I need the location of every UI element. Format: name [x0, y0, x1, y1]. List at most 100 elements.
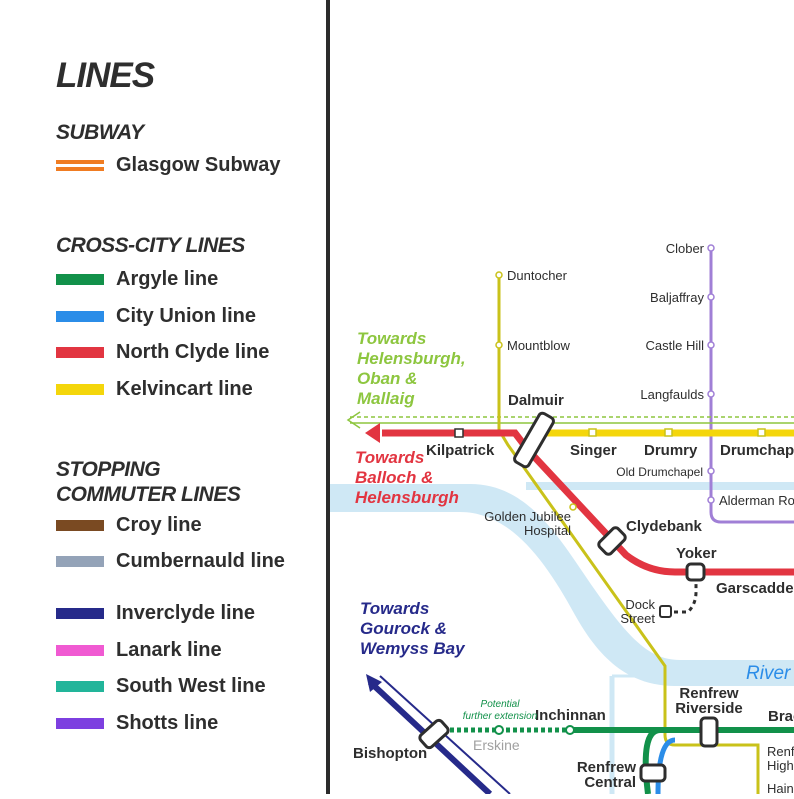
legend-item-label: North Clyde line	[116, 341, 270, 363]
legend-item-label: City Union line	[116, 305, 256, 327]
legend-item-label: Shotts line	[116, 712, 219, 734]
station-label: Braehead	[768, 708, 794, 725]
legend-swatch	[56, 718, 104, 729]
station-label: Castle Hill	[645, 338, 704, 353]
station-label: Clober	[666, 241, 705, 256]
legend-item-label: Croy line	[116, 514, 202, 536]
legend-swatch	[56, 384, 104, 395]
golden-jubilee-dot[interactable]	[569, 503, 577, 511]
inchinnan-dot[interactable]	[565, 725, 575, 735]
yoker-interchange[interactable]	[685, 562, 706, 582]
langfaulds-dot[interactable]	[707, 390, 715, 398]
bishopton-interchange[interactable]	[418, 718, 450, 750]
station-label: Old Drumchapel	[616, 465, 703, 479]
legend-item-label: South West line	[116, 675, 266, 697]
station-label: Renfrew	[577, 759, 637, 776]
alderman-road-dot[interactable]	[707, 496, 715, 504]
city-union-line	[655, 737, 676, 795]
legend-swatch	[56, 556, 104, 567]
legend-swatch	[56, 681, 104, 692]
station-label: Erskine	[473, 737, 520, 753]
legend-swatch	[56, 274, 104, 285]
station-label: Riverside	[675, 700, 743, 717]
station-label: Drumchapel	[720, 442, 794, 459]
annotation-line: Mallaig	[357, 389, 415, 408]
station-label: Duntocher	[507, 268, 568, 283]
station-label: Kilpatrick	[426, 442, 495, 459]
legend-item-shotts-line: Shotts line	[56, 712, 296, 734]
legend-swatch	[56, 608, 104, 619]
station-label: High	[767, 758, 794, 773]
legend-item-kelvincart-line: Kelvincart line	[56, 378, 296, 400]
station-label: Central	[584, 774, 636, 791]
station-label: Hospital	[524, 523, 571, 538]
station-label: Renfrew	[679, 685, 739, 702]
legend-swatch	[56, 520, 104, 531]
dock-street-dot[interactable]	[659, 605, 672, 618]
erskine-dot[interactable]	[494, 725, 504, 735]
subway-heading: SUBWAY	[56, 121, 144, 144]
legend-swatch	[56, 311, 104, 322]
renfrew-central-interchange[interactable]	[639, 763, 667, 783]
annotation-line: Wemyss Bay	[360, 639, 466, 658]
baljaffray-dot[interactable]	[707, 293, 715, 301]
legend-item-inverclyde-line: Inverclyde line	[56, 602, 296, 624]
old-drumchapel-dot[interactable]	[707, 467, 715, 475]
legend-panel: LINES SUBWAY Glasgow Subway CROSS-CITY L…	[0, 0, 326, 794]
renfrew-riverside-interchange[interactable]	[699, 716, 719, 748]
legend-item-south-west-line: South West line	[56, 675, 296, 697]
station-label: Langfaulds	[640, 387, 704, 402]
crosscity-heading: CROSS-CITY LINES	[56, 234, 245, 257]
river-clyde	[330, 484, 794, 686]
kilpatrick-dot[interactable]	[454, 428, 464, 438]
clober-dot[interactable]	[707, 244, 715, 252]
station-label: Singer	[570, 442, 617, 459]
map-panel: Duntocher Mountblow Dalmuir Kilpatrick S…	[330, 0, 794, 797]
annotation-line: further extension	[463, 711, 538, 722]
annotation-line: Towards	[360, 599, 429, 618]
mountblow-dot[interactable]	[495, 341, 503, 349]
station-label: Alderman Road	[719, 493, 794, 508]
dalmuir-interchange[interactable]	[513, 411, 555, 469]
castle-hill-dot[interactable]	[707, 341, 715, 349]
station-label: Bishopton	[353, 745, 427, 762]
purple-stops	[707, 244, 715, 504]
towards-balloch: Towards Balloch & Helensburgh	[355, 448, 459, 507]
legend-swatch	[56, 645, 104, 656]
legend-item-label: Inverclyde line	[116, 602, 255, 624]
annotation-line: Potential	[481, 699, 521, 710]
towards-gourock: Towards Gourock & Wemyss Bay	[360, 599, 466, 658]
station-label: Dock	[625, 597, 655, 612]
legend-swatch	[56, 347, 104, 358]
network-map: Duntocher Mountblow Dalmuir Kilpatrick S…	[330, 241, 794, 797]
station-label: Hains	[767, 781, 794, 794]
stopping-heading-1: STOPPING	[56, 458, 161, 481]
station-label: Drumry	[644, 442, 698, 459]
legend-item-argyle-line: Argyle line	[56, 268, 296, 290]
duntocher-dot[interactable]	[495, 271, 503, 279]
legend-item-lanark-line: Lanark line	[56, 639, 296, 661]
legend-item-label: Argyle line	[116, 268, 219, 290]
inverclyde-arrow	[366, 674, 382, 692]
station-label: Mountblow	[507, 338, 570, 353]
legend-item-label: Lanark line	[116, 639, 222, 661]
drumchapel-dot[interactable]	[757, 428, 766, 437]
annotation-line: Balloch &	[355, 468, 433, 487]
annotation-line: Helensburgh	[355, 488, 459, 507]
legend-item-label: Kelvincart line	[116, 378, 253, 400]
stopping-heading-2: COMMUTER LINES	[56, 483, 241, 506]
guide-arrow	[346, 411, 361, 429]
subway-swatch	[56, 160, 104, 171]
river-label: River	[746, 663, 791, 684]
station-label: Yoker	[676, 545, 717, 562]
north-clyde-arrow	[365, 423, 380, 443]
singer-dot[interactable]	[588, 428, 597, 437]
legend-item-croy-line: Croy line	[56, 514, 296, 536]
station-label: Garscadden	[716, 580, 794, 597]
clydebank-interchange[interactable]	[597, 526, 627, 556]
legend-divider	[326, 0, 330, 794]
station-label: Baljaffray	[650, 290, 704, 305]
north-clyde-line	[382, 429, 794, 576]
drumry-dot[interactable]	[664, 428, 673, 437]
annotation-line: Oban &	[357, 369, 417, 388]
